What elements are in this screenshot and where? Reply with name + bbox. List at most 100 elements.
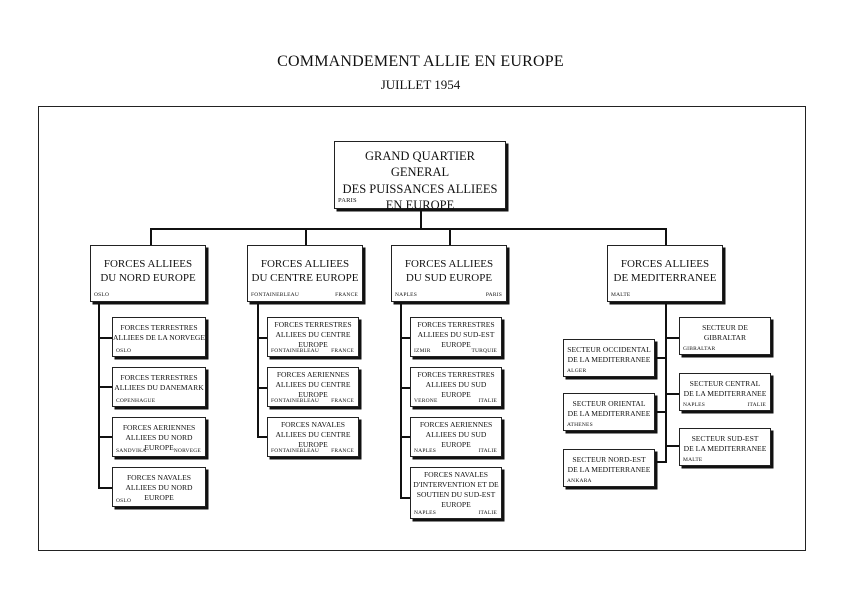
connector-branch [98,386,112,388]
region-box-centre-europe: FORCES ALLIEES DU CENTRE EUROPE FONTAINE… [247,245,363,302]
command-line: FORCES AERIENNES [419,420,493,429]
diagram-frame [38,106,806,551]
sector-location: GIBRALTAR [683,346,716,352]
region-box-mediterranee: FORCES ALLIEES DE MEDITERRANEE MALTE [607,245,723,302]
command-line: FORCES NAVALES [280,420,346,429]
connector-spine-3 [400,302,402,498]
region-country: FRANCE [335,292,358,298]
connector-branch [400,497,410,499]
region-label: FORCES ALLIEES DE MEDITERRANEE [608,258,722,286]
connector-branch [400,387,410,389]
command-line: FORCES NAVALES [126,473,192,482]
command-line: EUROPE [441,339,471,349]
command-country: NORVEGE [173,448,201,454]
sector-line: SECTEUR DE [702,323,748,332]
command-line: ALLIEES DU DANEMARK [114,382,204,392]
hq-box: GRAND QUARTIER GENERAL DES PUISSANCES AL… [334,141,506,212]
connector-spine-4 [665,302,667,462]
sector-line: SECTEUR NORD-EST [572,455,646,464]
command-country: ITALIE [478,398,497,404]
connector-region-4 [665,228,667,245]
command-line: ALLIEES DU NORD EUROPE [125,482,193,502]
sector-line: SECTEUR SUD-EST [691,434,759,443]
command-line: EUROPE [298,439,328,449]
connector-branch [655,461,667,463]
command-line: EUROPE [441,389,471,399]
hq-line: GRAND QUARTIER GENERAL [364,149,475,180]
connector-branch [665,337,679,339]
command-line: ALLIEES DU SUD [425,429,487,439]
command-line: FORCES AERIENNES [122,423,196,432]
region-line: DU SUD EUROPE [405,271,493,284]
command-line: FORCES TERRESTRES [120,373,198,382]
connector-region-1 [150,228,152,245]
command-line: ALLIEES DU NORD EUROPE [125,432,193,452]
region-line: DU NORD EUROPE [100,271,196,284]
region-line: FORCES ALLIEES [103,258,193,270]
command-location: OSLO [116,348,132,354]
command-line: ALLIEES DU CENTRE [275,429,351,439]
sector-location: ALGER [567,368,587,374]
region-line: FORCES ALLIEES [260,258,350,270]
region-box-sud-europe: FORCES ALLIEES DU SUD EUROPE NAPLES PARI… [391,245,507,302]
region-location: NAPLES [395,292,417,298]
sector-line: DE LA MEDITERRANEE [683,443,767,453]
connector-branch [655,357,667,359]
command-location: FONTAINEBLEAU [271,348,319,354]
sector-line: DE LA MEDITERRANEE [567,408,651,418]
command-location: FONTAINEBLEAU [271,448,319,454]
command-location: NAPLES [414,448,436,454]
command-line: FORCES AERIENNES [276,370,350,379]
command-line: FORCES NAVALES [423,470,489,479]
hq-line: EN EUROPE [385,197,455,212]
connector-branch [400,436,410,438]
sector-line: SECTEUR ORIENTAL [572,399,646,408]
sector-location: ATHENES [567,422,593,428]
command-location: IZMIR [414,348,431,354]
connector-branch [98,337,112,339]
region-label: FORCES ALLIEES DU NORD EUROPE [91,258,205,286]
command-line: ALLIEES DU CENTRE [275,379,351,389]
command-line: ALLIEES DU SUD [425,379,487,389]
chart-title: COMMANDEMENT ALLIE EN EUROPE [277,53,564,70]
command-country: ITALIE [478,510,497,516]
command-line: EUROPE [298,339,328,349]
command-line: EUROPE [441,499,471,509]
connector-branch [400,337,410,339]
connector-branch [257,436,267,438]
command-line: EUROPE [298,389,328,399]
command-country: FRANCE [331,348,354,354]
hq-label: GRAND QUARTIER GENERAL DES PUISSANCES AL… [335,148,505,213]
command-line: FORCES TERRESTRES [417,370,495,379]
chart-date: JUILLET 1954 [380,77,461,92]
command-location: VERONE [414,398,438,404]
region-location: MALTE [611,292,631,298]
sector-line: SECTEUR CENTRAL [689,379,761,388]
command-line: SOUTIEN DU SUD-EST [416,489,496,499]
region-line: DU CENTRE EUROPE [251,271,359,284]
region-location: FONTAINEBLEAU [251,292,299,298]
command-country: FRANCE [331,448,354,454]
sector-line: SECTEUR OCCIDENTAL [567,345,651,354]
connector-branch [98,436,112,438]
command-country: ITALIE [478,448,497,454]
connector-spine-2 [257,302,259,438]
hq-line: DES PUISSANCES ALLIEES [342,181,498,196]
connector-branch [257,337,267,339]
region-box-nord-europe: FORCES ALLIEES DU NORD EUROPE OSLO [90,245,206,302]
connector-hq-down [420,209,422,229]
region-country: PARIS [485,292,502,298]
command-line: ALLIEES DU SUD-EST [417,329,495,339]
